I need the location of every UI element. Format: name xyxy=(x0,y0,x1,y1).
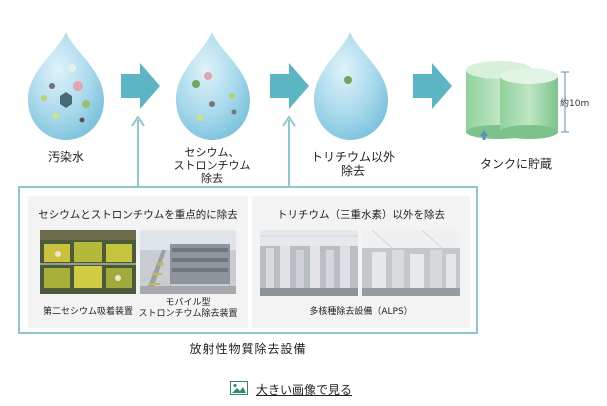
enlarge-image-link[interactable]: 大きい画像で見る xyxy=(230,380,352,398)
facilities-frame xyxy=(18,186,478,334)
photo-mobile-strontium xyxy=(140,230,236,294)
stage-label-contaminated-water: 汚染水 xyxy=(47,150,84,164)
facility-panel-title-alps: トリチウム（三重水素）以外を除去 xyxy=(277,209,445,221)
photo-alps-2 xyxy=(362,230,460,296)
flow-arrow-1 xyxy=(121,63,160,109)
stage-label-cesium-strontium: セシウム、 ストロンチウム 除去 xyxy=(173,146,251,185)
caption-cesium-adsorption: 第二セシウム吸着装置 xyxy=(42,307,133,317)
connector-to-stage-2 xyxy=(131,115,145,186)
tank-small-arrow-icon xyxy=(480,130,488,140)
flow-arrow-2 xyxy=(270,63,309,109)
flow-diagram xyxy=(28,32,569,186)
facility-panel-title-cesium-strontium: セシウムとストロンチウムを重点的に除去 xyxy=(38,209,238,221)
tank-height-label: 約10m xyxy=(560,99,590,109)
tank-height-indicator xyxy=(561,71,569,133)
image-icon xyxy=(230,380,248,399)
stage-label-tank-storage: タンクに貯蔵 xyxy=(479,157,552,171)
facilities-title: 放射性物質除去設備 xyxy=(189,342,307,356)
photo-alps-1 xyxy=(260,230,358,296)
flow-arrow-3 xyxy=(413,63,452,109)
caption-mobile-strontium: モバイル型 ストロンチウム除去装置 xyxy=(138,298,238,319)
storage-tank xyxy=(466,61,558,139)
droplet-tritium-remaining xyxy=(314,32,388,140)
droplet-cesium-strontium-removal xyxy=(176,32,250,140)
caption-alps: 多核種除去設備（ALPS） xyxy=(309,307,413,317)
enlarge-image-label[interactable]: 大きい画像で見る xyxy=(256,382,353,397)
photo-cesium-adsorption xyxy=(40,230,136,294)
stage-label-tritium: トリチウム以外 除去 xyxy=(310,150,395,178)
droplet-contaminated-water xyxy=(28,32,104,140)
connector-to-stage-3 xyxy=(282,115,296,186)
